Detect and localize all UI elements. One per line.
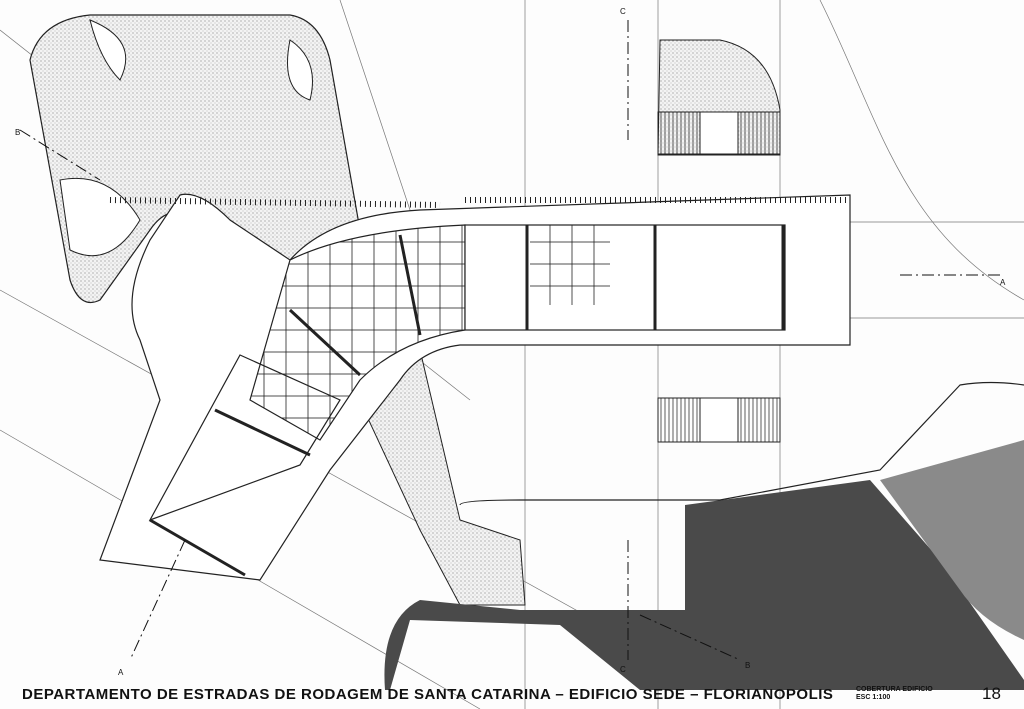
section-mark-b-lower: B <box>745 661 750 670</box>
section-mark-a: A <box>1000 278 1006 287</box>
section-mark-b: B <box>15 128 20 137</box>
drawing-title: DEPARTAMENTO DE ESTRADAS DE RODAGEM DE S… <box>22 686 834 703</box>
building-roof <box>99 193 851 581</box>
sheet-title: COBERTURA EDIFICIO <box>856 686 933 693</box>
section-mark-c-lower: C <box>620 665 626 674</box>
hatched-blocks <box>657 111 781 443</box>
paved-road <box>384 381 1024 690</box>
section-mark-a-lower: A <box>118 668 124 677</box>
section-markers: A A B B C C <box>15 7 1006 677</box>
sheet-scale: ESC 1:100 <box>856 694 891 701</box>
section-mark-c: C <box>620 7 626 16</box>
sheet-number: 18 <box>982 684 1001 703</box>
sheet-info: COBERTURA EDIFICIO ESC 1:100 <box>856 686 933 702</box>
